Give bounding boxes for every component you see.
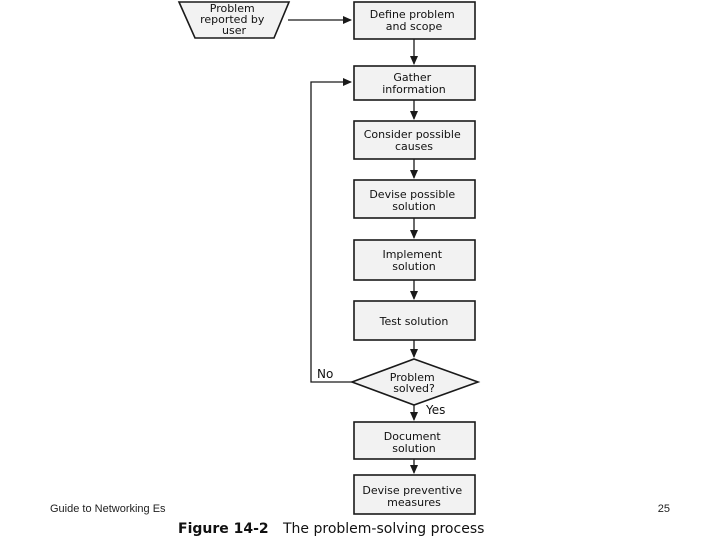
node-consider-causes-line-1: Consider possible (364, 128, 461, 141)
node-implement-solution-text: Implement solution (382, 248, 445, 273)
node-devise-solution (353, 179, 476, 219)
edge-label-no: No (317, 367, 333, 381)
node-problem-reported-text: Problem reported by user (200, 2, 268, 37)
node-devise-preventive (353, 474, 476, 515)
node-devise-preventive-line-2: measures (387, 496, 441, 509)
node-test-solution (353, 300, 476, 341)
node-problem-solved-line-2: solved? (393, 382, 435, 395)
edge-label-yes: Yes (425, 403, 445, 417)
node-devise-preventive-text: Devise preventive measures (362, 484, 465, 509)
node-test-solution-text: Test solution (379, 315, 449, 328)
node-implement-solution (353, 239, 476, 281)
node-gather-information (353, 65, 476, 101)
node-devise-solution-line-2: solution (392, 200, 436, 213)
node-consider-causes-text: Consider possible causes (364, 128, 464, 153)
node-implement-solution-line-1: Implement (382, 248, 442, 261)
node-devise-solution-line-1: Devise possible (369, 188, 455, 201)
node-define-problem-text: Define problem and scope (370, 8, 458, 33)
node-document-solution (353, 421, 476, 460)
node-gather-information-line-1: Gather (393, 71, 431, 84)
figure-caption: The problem-solving process (282, 521, 484, 537)
node-consider-causes-line-2: causes (395, 140, 433, 153)
node-implement-solution-line-2: solution (392, 260, 436, 273)
node-devise-solution-text: Devise possible solution (369, 188, 458, 213)
node-gather-information-text: Gather information (382, 71, 446, 96)
edge-no-loop-back (310, 78, 352, 383)
node-define-problem (353, 1, 476, 40)
footer-book-title: Guide to Networking Es (50, 503, 166, 515)
node-problem-solved-line-1: Problem (390, 371, 435, 384)
node-problem-reported-line-3: user (222, 24, 246, 37)
node-problem-solved-text: Problem solved? (390, 371, 438, 395)
node-test-solution-line-1: Test solution (379, 315, 449, 328)
figure-number: Figure 14-2 (178, 521, 269, 537)
node-define-problem-line-1: Define problem (370, 8, 455, 21)
node-document-solution-text: Document solution (384, 430, 445, 455)
node-document-solution-line-1: Document (384, 430, 442, 443)
node-problem-reported (177, 1, 291, 39)
node-define-problem-line-2: and scope (386, 20, 443, 33)
node-problem-solved-decision (349, 358, 481, 406)
node-gather-information-line-2: information (382, 83, 446, 96)
footer-page-number: 25 (657, 503, 670, 515)
node-document-solution-line-2: solution (392, 442, 436, 455)
node-problem-reported-line-2: reported by (200, 13, 265, 26)
node-devise-preventive-line-1: Devise preventive (362, 484, 462, 497)
node-consider-causes (353, 120, 476, 160)
node-problem-reported-line-1: Problem (210, 2, 255, 15)
